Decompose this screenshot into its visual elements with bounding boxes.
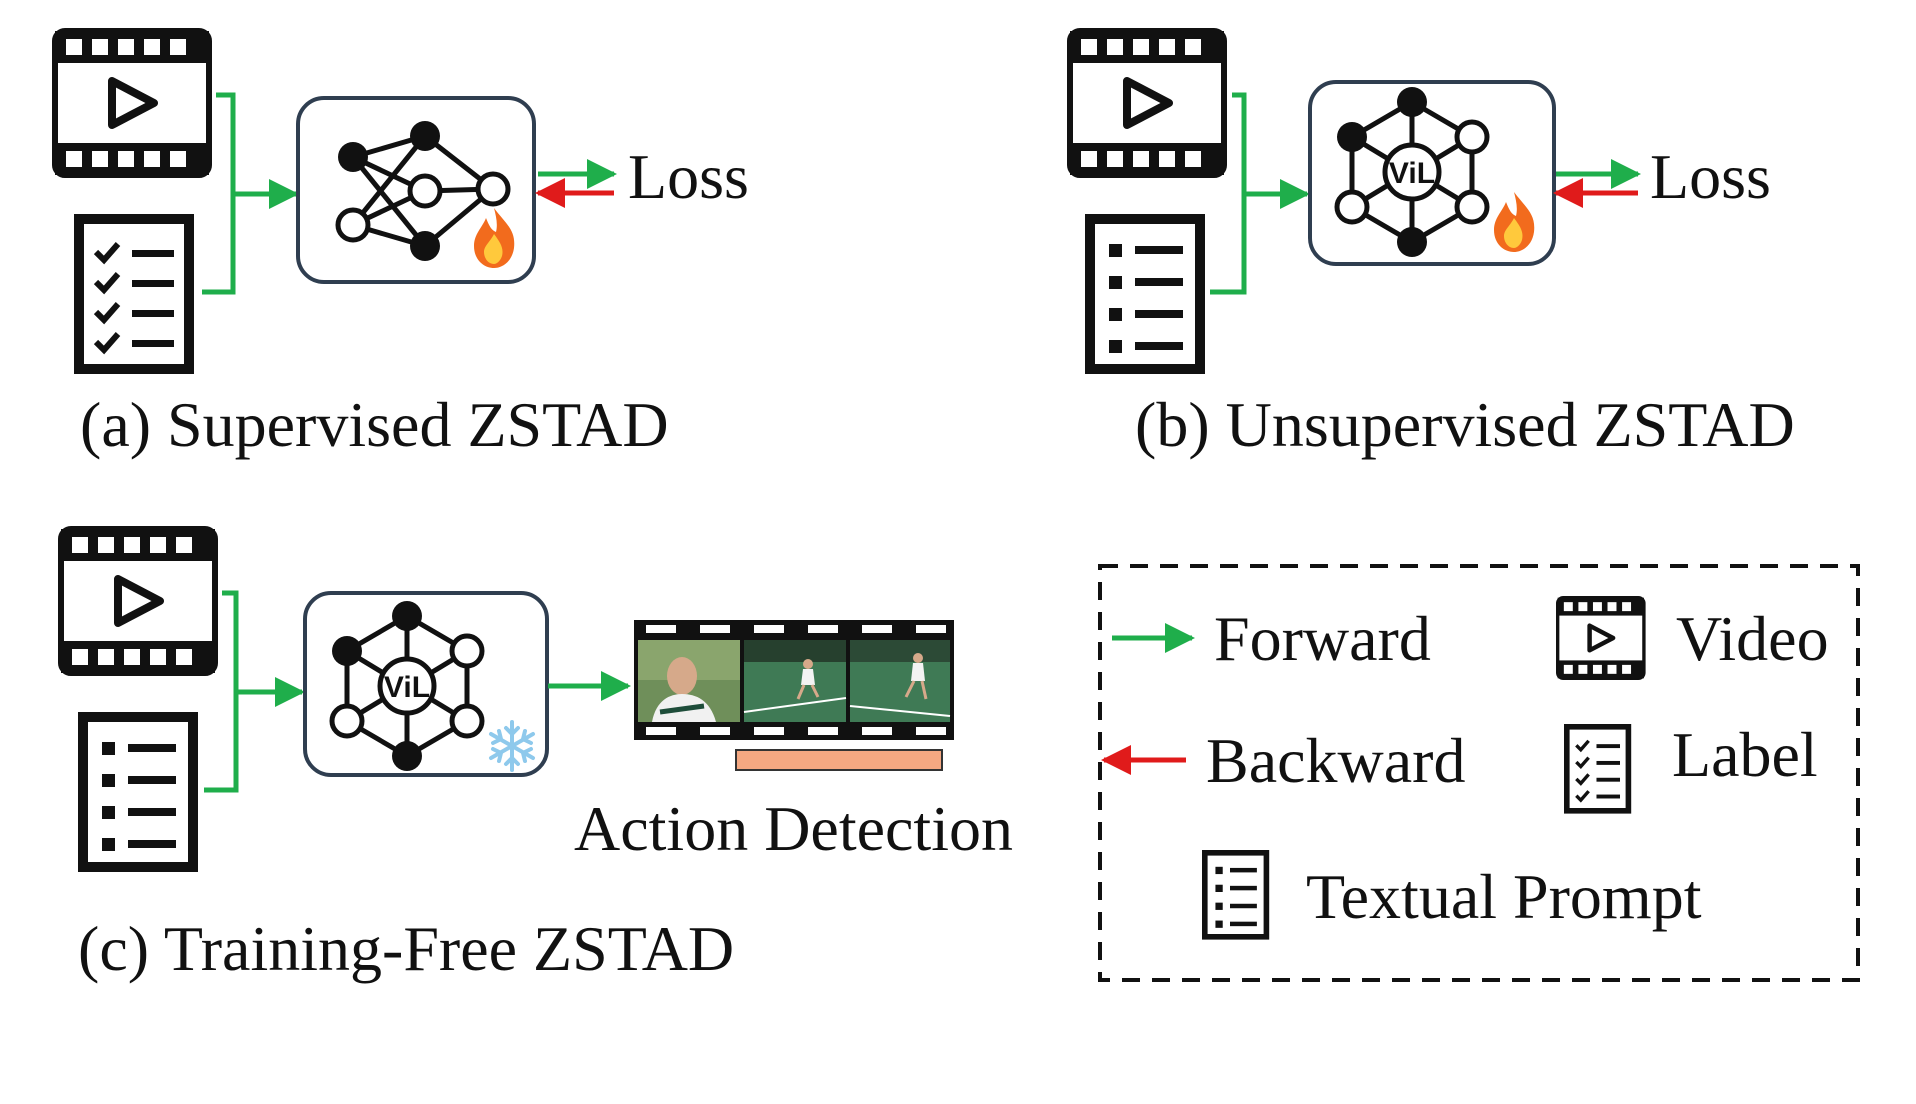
detection-bar: [735, 749, 943, 771]
legend-backward-label: Backward: [1206, 725, 1465, 796]
video-frames-strip: [634, 620, 954, 740]
legend-border: [1098, 564, 1860, 982]
legend: Forward Video Backward Label Textual Pro…: [1098, 564, 1860, 982]
caption-b: (b) Unsupervised ZSTAD: [1135, 389, 1795, 460]
action-detection-label: Action Detection: [574, 793, 1013, 864]
legend-forward-label: Forward: [1214, 603, 1431, 674]
caption-a: (a) Supervised ZSTAD: [80, 389, 669, 460]
vil-text: ViL: [1389, 157, 1435, 190]
input-connector: [202, 92, 299, 295]
panel-a: Loss (a) Supervised ZSTAD: [55, 31, 749, 460]
legend-video-label: Video: [1676, 603, 1829, 674]
legend-label-label: Label: [1672, 719, 1818, 790]
video-frame-2: [743, 640, 847, 722]
input-connector: [1210, 92, 1310, 295]
video-icon: [61, 529, 215, 673]
vil-text: ViL: [384, 671, 430, 704]
legend-textual-prompt-label: Textual Prompt: [1306, 861, 1702, 932]
panel-c: ViL: [61, 529, 1013, 984]
loss-label: Loss: [1650, 141, 1771, 212]
video-frame-1: [638, 640, 740, 722]
input-connector: [204, 590, 305, 793]
video-icon: [1070, 31, 1224, 175]
legend-video-icon: [1558, 598, 1644, 679]
caption-c: (c) Training-Free ZSTAD: [78, 913, 734, 984]
label-icon: [79, 219, 189, 369]
loss-label: Loss: [628, 141, 749, 212]
legend-label-icon: [1567, 727, 1629, 811]
vil-graph-icon: ViL: [1337, 87, 1487, 257]
textual-prompt-icon: [1090, 219, 1200, 369]
video-frame-3: [849, 640, 951, 722]
panel-b: ViL Loss (b) Unsupervised ZSTAD: [1070, 31, 1795, 460]
legend-textual-prompt-icon: [1205, 853, 1267, 937]
vil-graph-icon: ViL: [332, 601, 482, 771]
textual-prompt-icon: [83, 717, 193, 867]
video-icon: [55, 31, 209, 175]
